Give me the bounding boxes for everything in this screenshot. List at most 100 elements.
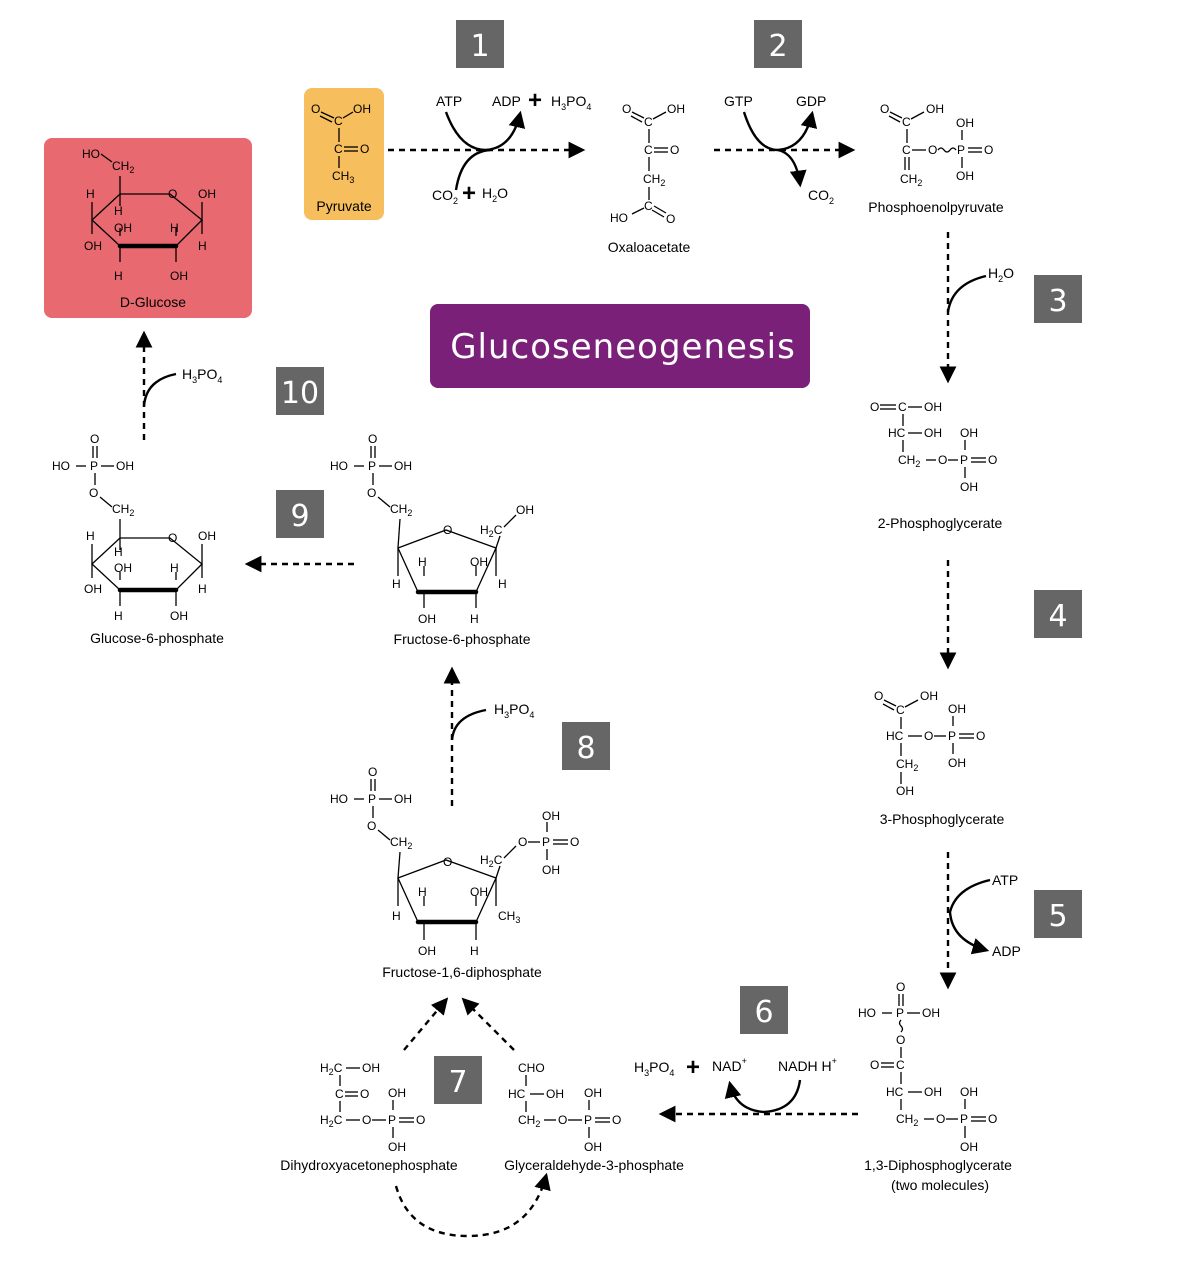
pg3-label: 3-Phosphoglycerate xyxy=(880,811,1005,827)
svg-text:C: C xyxy=(902,115,911,129)
title-banner: Glucoseneogenesis xyxy=(430,304,810,388)
step-badge-5: 5 xyxy=(1034,890,1082,938)
svg-text:O: O xyxy=(896,980,905,994)
svg-text:CH2: CH2 xyxy=(390,502,412,518)
pyruvate-highlight xyxy=(304,88,384,220)
svg-text:H: H xyxy=(198,582,207,596)
svg-text:3: 3 xyxy=(1048,284,1067,319)
svg-text:H: H xyxy=(392,909,401,923)
svg-text:H: H xyxy=(86,529,95,543)
svg-text:CH3: CH3 xyxy=(332,169,354,185)
svg-text:P: P xyxy=(957,143,965,157)
g6p-molecule: O P HO OH O CH2 O H OH H OH H H OH OH H … xyxy=(52,432,224,646)
svg-text:O: O xyxy=(924,729,933,743)
pyruvate-molecule: O C OH C O CH3 Pyruvate xyxy=(304,88,384,220)
svg-text:HO: HO xyxy=(330,459,348,473)
svg-text:O: O xyxy=(622,102,631,116)
svg-text:OH: OH xyxy=(948,702,966,716)
svg-text:OH: OH xyxy=(388,1140,406,1154)
svg-text:P: P xyxy=(90,459,98,473)
svg-text:OH: OH xyxy=(948,756,966,770)
svg-text:OH: OH xyxy=(922,1006,940,1020)
svg-text:CH2: CH2 xyxy=(518,1113,540,1129)
svg-text:OH: OH xyxy=(584,1086,602,1100)
gdp-label: GDP xyxy=(796,93,826,109)
gtp-label: GTP xyxy=(724,93,753,109)
svg-text:CH2: CH2 xyxy=(896,757,918,773)
svg-text:OH: OH xyxy=(516,503,534,517)
svg-text:CH3: CH3 xyxy=(498,909,520,925)
step-badge-1: 1 xyxy=(456,20,504,68)
svg-text:C: C xyxy=(896,1058,905,1072)
svg-text:OH: OH xyxy=(960,1085,978,1099)
g3p-molecule: CHO HC OH CH2 O P OH OH O Glyceraldehyde… xyxy=(504,1061,684,1173)
svg-text:C: C xyxy=(896,703,905,717)
svg-text:H: H xyxy=(114,269,123,283)
svg-text:4: 4 xyxy=(1048,599,1067,634)
svg-text:C: C xyxy=(644,115,653,129)
step-7-arrow-right xyxy=(461,997,515,1051)
svg-text:OH: OH xyxy=(198,529,216,543)
svg-text:O: O xyxy=(984,143,993,157)
f6p-label: Fructose-6-phosphate xyxy=(394,631,531,647)
svg-text:H: H xyxy=(170,561,179,575)
svg-text:C: C xyxy=(334,114,343,128)
svg-text:O: O xyxy=(870,1058,879,1072)
nadh-curve xyxy=(724,1079,802,1114)
svg-text:OH: OH xyxy=(170,269,188,283)
svg-text:OH: OH xyxy=(542,809,560,823)
svg-text:HO: HO xyxy=(52,459,70,473)
svg-text:O: O xyxy=(570,835,579,849)
h3po4-label-8: H3PO4 xyxy=(494,701,534,720)
h3po4-label-10: H3PO4 xyxy=(182,366,222,385)
svg-text:C: C xyxy=(335,1087,344,1101)
svg-text:O: O xyxy=(368,432,377,446)
svg-text:HC: HC xyxy=(886,729,904,743)
svg-text:O: O xyxy=(936,1112,945,1126)
svg-text:O: O xyxy=(928,143,937,157)
svg-text:OH: OH xyxy=(924,400,942,414)
svg-text:HO: HO xyxy=(82,147,100,161)
svg-text:OH: OH xyxy=(388,1086,406,1100)
svg-text:OH: OH xyxy=(667,102,685,116)
svg-text:OH: OH xyxy=(418,944,436,958)
svg-text:H: H xyxy=(392,577,401,591)
svg-text:HO: HO xyxy=(858,1006,876,1020)
step-badge-6: 6 xyxy=(740,986,788,1034)
svg-text:O: O xyxy=(612,1113,621,1127)
svg-text:8: 8 xyxy=(576,731,595,766)
svg-text:OH: OH xyxy=(924,1085,942,1099)
svg-text:HO: HO xyxy=(330,792,348,806)
g3p-label: Glyceraldehyde-3-phosphate xyxy=(504,1157,684,1173)
svg-text:H: H xyxy=(198,239,207,253)
svg-text:H: H xyxy=(418,885,427,899)
svg-text:P: P xyxy=(368,792,376,806)
svg-text:OH: OH xyxy=(920,689,938,703)
svg-text:H: H xyxy=(470,944,479,958)
svg-text:OH: OH xyxy=(546,1087,564,1101)
dpg-note: (two molecules) xyxy=(891,1177,989,1193)
svg-text:OH: OH xyxy=(470,555,488,569)
svg-text:OH: OH xyxy=(84,239,102,253)
glucose-molecule: HO CH2 O H OH H OH H H OH OH H D-Glucose xyxy=(44,138,252,318)
svg-text:P: P xyxy=(584,1113,592,1127)
svg-text:OH: OH xyxy=(470,885,488,899)
svg-text:C: C xyxy=(644,143,653,157)
svg-text:OH: OH xyxy=(394,792,412,806)
pep-label: Phosphoenolpyruvate xyxy=(868,199,1004,215)
svg-text:CHO: CHO xyxy=(518,1061,545,1075)
svg-text:H: H xyxy=(418,555,427,569)
nadh-label: NADH H+ xyxy=(778,1056,837,1074)
svg-text:OH: OH xyxy=(116,459,134,473)
title-background xyxy=(430,304,810,388)
svg-text:O: O xyxy=(168,187,177,201)
dpg-molecule: O P HO OH O C O HC OH CH2 O P OH OH O 1,… xyxy=(858,980,1012,1193)
step-7-arrow-left xyxy=(403,997,449,1051)
svg-text:H2C: H2C xyxy=(480,853,503,869)
co2-curve-2 xyxy=(777,148,807,188)
svg-text:O: O xyxy=(558,1113,567,1127)
pyruvate-label: Pyruvate xyxy=(316,198,371,214)
svg-text:OH: OH xyxy=(353,102,371,116)
co2-curve-1 xyxy=(454,148,491,191)
svg-text:P: P xyxy=(960,453,968,467)
